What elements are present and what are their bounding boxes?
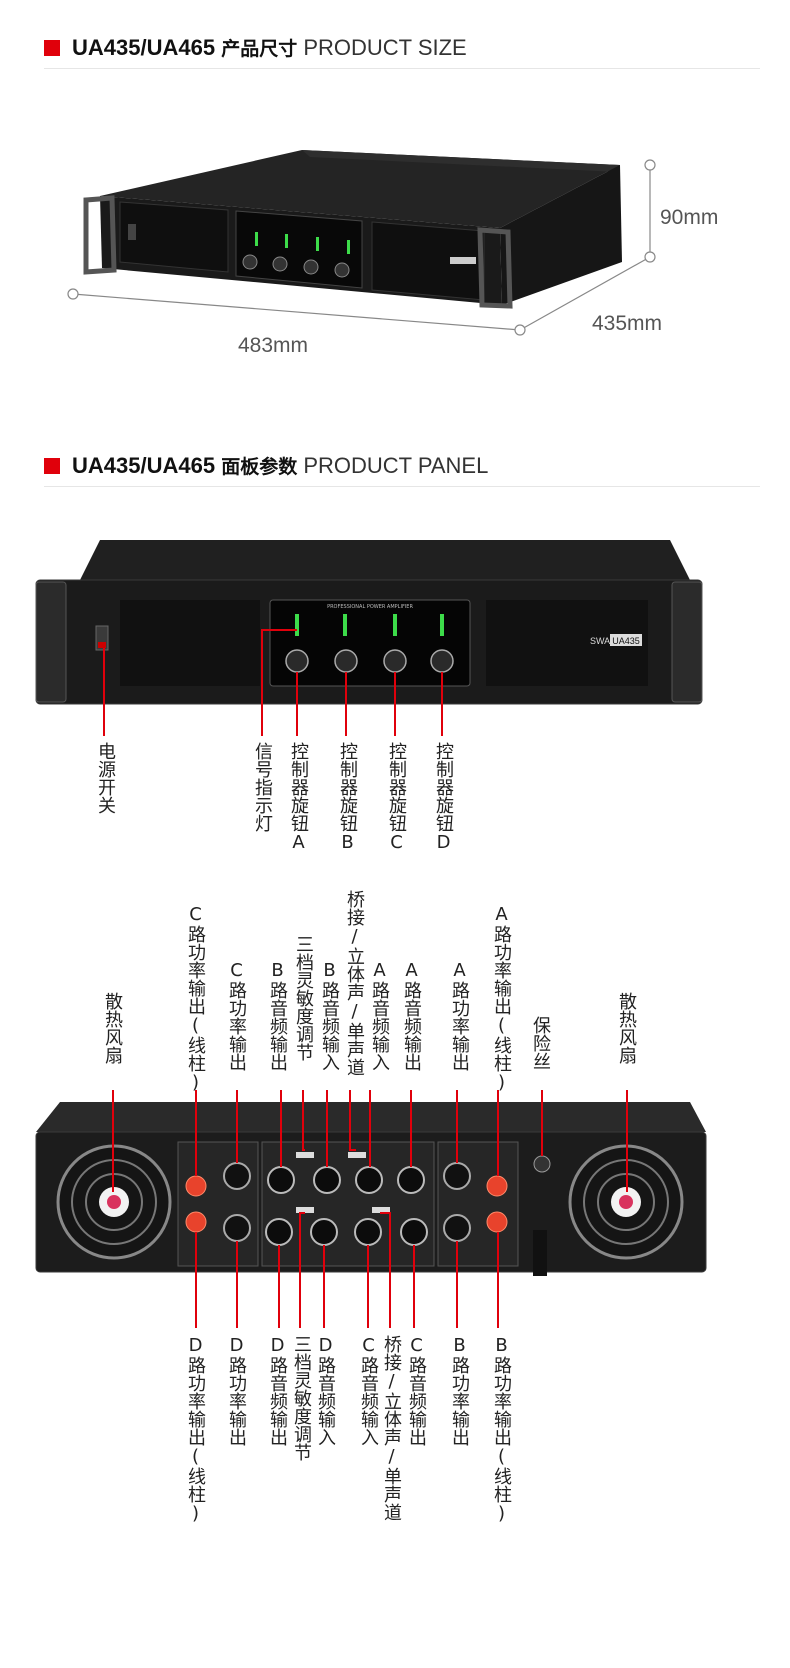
label-c-audio-in: C路音频输入 xyxy=(358,1335,379,1446)
section-title: UA435/UA465 面板参数 PRODUCT PANEL xyxy=(72,452,488,479)
label-signal-led: 信号指示灯 xyxy=(252,742,273,832)
front-leader-lines xyxy=(103,629,443,736)
panel-caption: PROFESSIONAL POWER AMPLIFIER xyxy=(327,604,413,610)
input-block xyxy=(261,1141,435,1267)
label-b-power-out: B路功率输出 xyxy=(449,1335,470,1446)
product-size-illustration xyxy=(67,150,656,336)
brand-logo: SWAN xyxy=(590,636,617,646)
label-a-audio-out: A路音频输出 xyxy=(401,960,422,1071)
rear-leader-lines-bottom xyxy=(195,1212,499,1328)
knob-a xyxy=(285,649,309,673)
section-title-en: PRODUCT SIZE xyxy=(303,35,467,60)
dim-height: 90mm xyxy=(660,206,719,229)
knob-b xyxy=(334,649,358,673)
rear-leader-lines-top xyxy=(112,1090,628,1192)
section-header-panel: UA435/UA465 面板参数 PRODUCT PANEL xyxy=(44,446,760,487)
d-audio-in-xlr xyxy=(310,1218,338,1246)
dim-depth: 435mm xyxy=(592,312,663,335)
section-marker xyxy=(44,458,60,474)
section-title: UA435/UA465 产品尺寸 PRODUCT SIZE xyxy=(72,34,467,61)
a-audio-out-xlr xyxy=(397,1166,425,1194)
output-block-ab xyxy=(437,1141,519,1267)
b-binding-post xyxy=(486,1211,508,1233)
label-d-audio-in: D路音频输入 xyxy=(315,1335,336,1446)
label-d-audio-out: D路音频输出 xyxy=(267,1335,288,1446)
section-title-cn: 面板参数 xyxy=(221,456,298,478)
label-c-audio-out: C路音频输出 xyxy=(406,1335,427,1446)
d-audio-out-xlr xyxy=(265,1218,293,1246)
label-c-power-out: C路功率输出 xyxy=(226,960,247,1071)
label-b-audio-in: B路音频输入 xyxy=(319,960,340,1071)
fuse-holder xyxy=(533,1155,551,1173)
label-sensitivity-bottom: 三档灵敏度调节 xyxy=(291,1335,312,1461)
label-d-power-out: D路功率输出 xyxy=(226,1335,247,1446)
label-knob-c: 控制器旋钮C xyxy=(386,742,407,853)
sensitivity-switch-cd xyxy=(296,1207,314,1213)
label-power-switch: 电源开关 xyxy=(95,742,116,814)
dim-width: 483mm xyxy=(238,334,309,357)
label-knob-a: 控制器旋钮A xyxy=(288,742,309,853)
output-block-cd xyxy=(177,1141,259,1267)
d-power-output xyxy=(223,1214,251,1242)
section-header-size: UA435/UA465 产品尺寸 PRODUCT SIZE xyxy=(44,28,760,69)
label-sensitivity-top: 三档灵敏度调节 xyxy=(293,935,314,1061)
label-fuse: 保险丝 xyxy=(530,1016,551,1070)
mode-switch-cd xyxy=(372,1207,390,1213)
section-title-cn: 产品尺寸 xyxy=(221,38,298,60)
knob-d xyxy=(430,649,454,673)
label-knob-b: 控制器旋钮B xyxy=(337,742,358,853)
label-knob-d: 控制器旋钮D xyxy=(433,742,454,853)
c-audio-in-xlr xyxy=(354,1218,382,1246)
b-audio-out-xlr xyxy=(267,1166,295,1194)
label-b-power-out-post: B路功率输出(线柱) xyxy=(491,1335,512,1524)
label-a-power-out-post: A路功率输出(线柱) xyxy=(491,904,512,1093)
label-a-audio-in: A路音频输入 xyxy=(369,960,390,1071)
c-power-output xyxy=(223,1162,251,1190)
sensitivity-switch-ab xyxy=(296,1152,314,1158)
d-binding-post xyxy=(185,1211,207,1233)
mode-switch-ab xyxy=(348,1152,366,1158)
control-panel xyxy=(269,599,471,687)
model-badge: UA435 xyxy=(612,636,640,646)
label-mode-switch-top: 桥接/立体声/单声道 xyxy=(344,890,365,1076)
fan-right xyxy=(568,1144,684,1260)
b-power-output xyxy=(443,1214,471,1242)
section-model: UA435/UA465 xyxy=(72,35,216,60)
c-audio-out-xlr xyxy=(400,1218,428,1246)
label-c-power-out-post: C路功率输出(线柱) xyxy=(185,904,206,1093)
section-model: UA435/UA465 xyxy=(72,453,216,478)
section-title-en: PRODUCT PANEL xyxy=(303,453,489,478)
label-b-audio-out: B路音频输出 xyxy=(267,960,288,1071)
a-audio-in-xlr xyxy=(355,1166,383,1194)
front-panel-illustration: PROFESSIONAL POWER AMPLIFIER SWAN UA435 xyxy=(35,540,703,736)
label-fan-left: 散热风扇 xyxy=(102,992,123,1064)
a-power-output xyxy=(443,1162,471,1190)
dimension-lines xyxy=(67,159,656,336)
signal-leds xyxy=(295,614,444,636)
label-a-power-out: A路功率输出 xyxy=(449,960,470,1071)
label-d-power-out-post: D路功率输出(线柱) xyxy=(185,1335,206,1524)
label-mode-switch-bottom: 桥接/立体声/单声道 xyxy=(381,1335,402,1521)
rear-panel-illustration xyxy=(35,1090,707,1328)
section-marker xyxy=(44,40,60,56)
front-grille-left xyxy=(120,600,260,686)
label-fan-right: 散热风扇 xyxy=(616,992,637,1064)
a-binding-post xyxy=(486,1175,508,1197)
knob-c xyxy=(383,649,407,673)
amplifier-3d xyxy=(83,150,622,309)
c-binding-post xyxy=(185,1175,207,1197)
b-audio-in-xlr xyxy=(313,1166,341,1194)
